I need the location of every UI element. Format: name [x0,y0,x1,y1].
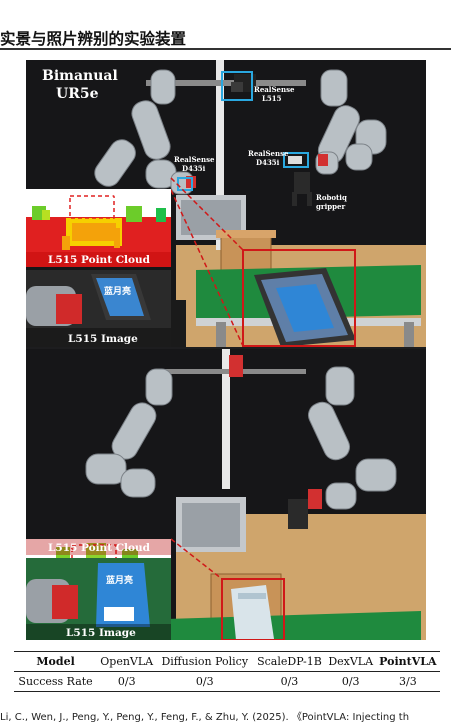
heading-rule [0,48,451,50]
cell-diffusion-policy: 0/3 [195,675,214,688]
bag-brand-top: 蓝月亮 [104,285,131,297]
l515-label-line1: RealSense [254,85,295,94]
robot-title-line1: Bimanual [42,68,118,84]
image-inset-top: 蓝月亮 L515 Image [26,270,171,347]
cell-scaledp: 0/3 [280,675,299,688]
cell-pointvla: 3/3 [399,675,417,688]
point-cloud-caption-top: L515 Point Cloud [48,254,151,266]
cell-openvla: 0/3 [117,675,136,688]
gripper-label-line1: Robotiq [316,193,347,202]
header-pointvla: PointVLA [379,655,437,668]
results-table: Model OpenVLA Diffusion Policy ScaleDP-1… [14,651,440,692]
d435-left-label-line2: D435i [182,164,206,173]
gripper-label-line2: gripper [316,202,345,211]
d435-left-label-line1: RealSense [174,155,215,164]
point-cloud-caption-bottom: L515 Point Cloud [48,542,151,554]
cell-dexvla: 0/3 [341,675,360,688]
table-row: Success Rate 0/3 0/3 0/3 0/3 3/3 [14,672,440,692]
citation-text: Li, C., Wen, J., Peng, Y., Peng, Y., Fen… [0,712,410,723]
header-diffusion-policy: Diffusion Policy [161,655,249,668]
header-model: Model [36,655,75,668]
top-scene: Bimanual UR5e RealSense L515 RealSense D… [26,60,426,347]
robot-title-line2: UR5e [56,86,99,102]
top-panel: Bimanual UR5e RealSense L515 RealSense D… [26,60,426,347]
table-header-row: Model OpenVLA Diffusion Policy ScaleDP-1… [14,651,440,672]
image-caption-bottom: L515 Image [66,627,136,639]
l515-label-line2: L515 [262,94,282,103]
no-object-label: No Object [111,190,156,200]
header-scaledp: ScaleDP-1B [257,655,322,668]
bottom-insets-overlay: L515 Point Cloud 蓝月亮 L515 Image [26,539,171,640]
section-heading: 实景与照片辨别的实验装置 [0,30,187,48]
header-dexvla: DexVLA [328,655,374,668]
d435-right-label-line1: RealSense [248,149,289,158]
d435-right-label-line2: D435i [256,158,280,167]
bag-brand-bottom: 蓝月亮 [106,574,133,586]
header-openvla: OpenVLA [100,655,154,668]
point-cloud-inset-top: No Object L515 Point Cloud [26,189,171,267]
cell-success-rate-label: Success Rate [18,675,93,688]
image-caption-top: L515 Image [68,333,138,345]
